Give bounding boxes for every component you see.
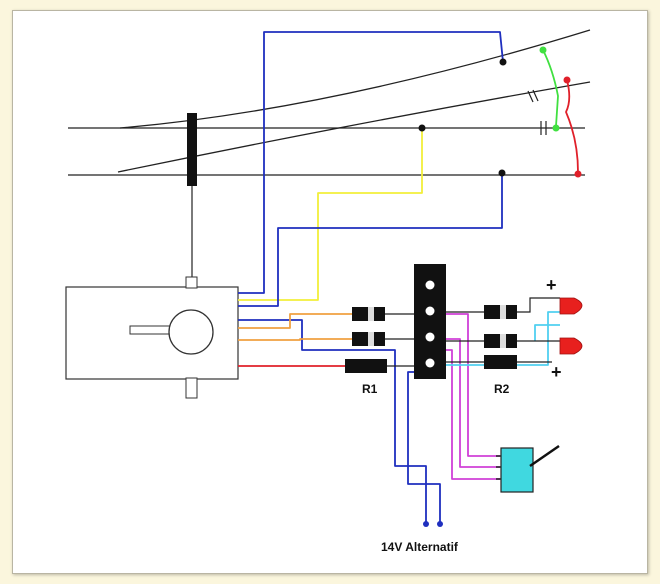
junction-dot (418, 124, 426, 132)
junction-dots (418, 46, 582, 178)
junction-dot (498, 169, 506, 177)
junction-dot-red (574, 170, 582, 178)
resistor-r2 (484, 355, 517, 369)
rail-diverging-bottom (117, 81, 591, 173)
label-supply: 14V Alternatif (381, 540, 459, 554)
supply-terminal (423, 521, 429, 527)
terminal-hole (425, 280, 435, 290)
label-r2: R2 (494, 382, 510, 396)
toggle-switch (496, 444, 560, 493)
plus-label-bottom: + (551, 362, 562, 382)
junction-dot (499, 58, 507, 66)
wire-blue-motor (238, 319, 427, 524)
rail-diverging-top (119, 29, 591, 129)
gap-mark (532, 89, 539, 102)
wire-cyan-2 (534, 324, 560, 341)
gap-mark (527, 90, 534, 103)
terminal-hole (425, 358, 435, 368)
wire-orange-mid (238, 338, 352, 341)
plus-label-top: + (546, 275, 557, 295)
led-top (559, 297, 583, 315)
wire-blue-supply (407, 371, 441, 524)
rail-gaps (527, 89, 547, 135)
diode-left-2-band (368, 332, 374, 346)
diode-right-1-band (500, 305, 506, 319)
tie-bar (187, 113, 197, 186)
label-r1: R1 (362, 382, 378, 396)
supply-terminal (437, 521, 443, 527)
motor-lever (129, 325, 171, 335)
switch-body (500, 447, 534, 493)
wire-yellow (238, 128, 423, 301)
rails (68, 29, 591, 176)
junction-dot-green (539, 46, 547, 54)
junction-dot-red (563, 76, 571, 84)
leds (559, 297, 583, 355)
wire-red-rail (565, 79, 579, 173)
wire-orange-top (238, 313, 352, 329)
motor-pivot (168, 309, 214, 355)
wire-magenta-3 (446, 349, 500, 480)
resistor-r1 (345, 359, 387, 373)
point-motor (65, 276, 239, 399)
diode-left-1-band (368, 307, 374, 321)
diodes-right (446, 297, 560, 369)
switch-lever (529, 444, 560, 468)
wire-green (542, 49, 559, 127)
motor-bottom-tab (185, 377, 198, 399)
terminal-hole (425, 306, 435, 316)
junction-dot-green (552, 124, 560, 132)
diode-right-2-band (500, 334, 506, 348)
terminal-block (414, 264, 446, 379)
wire-blue-top (238, 31, 504, 294)
wire-blue-bottom (238, 173, 503, 307)
diodes-left (345, 307, 416, 373)
terminal-hole (425, 332, 435, 342)
motor-top-tab (185, 276, 198, 289)
wire-magenta-1 (446, 313, 500, 457)
wire-magenta-2 (446, 338, 500, 468)
led-bottom (559, 337, 583, 355)
